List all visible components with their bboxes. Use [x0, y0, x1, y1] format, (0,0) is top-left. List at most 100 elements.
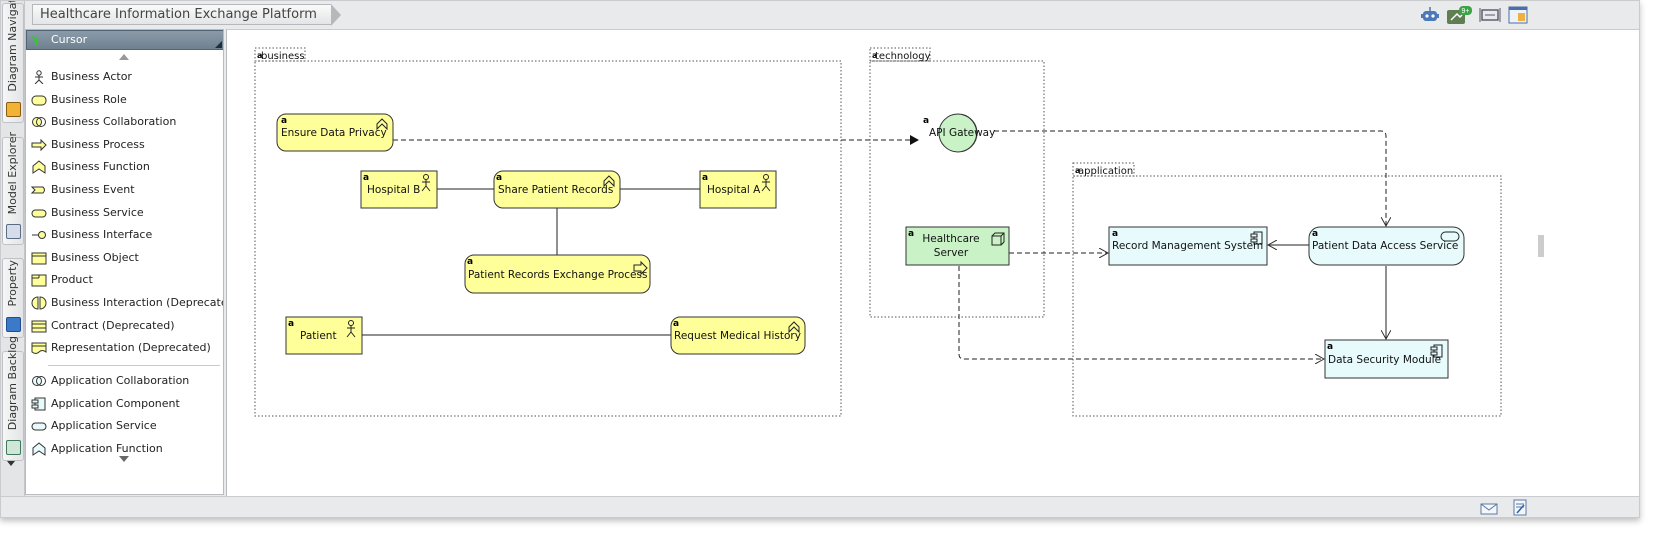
connector-server-security	[958, 266, 1324, 359]
element-marker: a	[288, 319, 294, 329]
palette-item-label: Representation (Deprecated)	[51, 341, 211, 355]
tab-label: Model Explorer	[6, 131, 19, 214]
element-marker: a	[1312, 229, 1318, 239]
palette-separator	[48, 365, 220, 366]
group-application[interactable]: a application	[1072, 162, 1502, 417]
element-marker: a	[281, 116, 287, 126]
element-patient-data-access-service[interactable]: a Patient Data Access Service	[1308, 226, 1465, 266]
element-ensure-data-privacy[interactable]: a Ensure Data Privacy	[276, 113, 394, 152]
palette-item-business-event[interactable]: Business Event	[26, 179, 223, 201]
palette-item-representation[interactable]: Representation (Deprecated)	[26, 337, 223, 359]
palette-item-business-role[interactable]: Business Role	[26, 89, 223, 111]
palette-item-contract[interactable]: Contract (Deprecated)	[26, 315, 223, 337]
group-business[interactable]: a business	[254, 47, 842, 417]
tab-diagram-navigator[interactable]: Diagram Navigator	[2, 0, 24, 123]
actor-icon	[761, 174, 771, 192]
data-security-module-label: Data Security Module	[1328, 354, 1441, 366]
element-marker: a	[872, 51, 877, 60]
element-api-gateway[interactable]: a API Gateway	[923, 113, 995, 153]
app-window: Healthcare Information Exchange Platform…	[0, 0, 1640, 518]
element-patient[interactable]: a Patient	[285, 316, 363, 355]
element-marker: a	[467, 257, 473, 267]
element-patient-records-exchange-process[interactable]: a Patient Records Exchange Process	[464, 254, 651, 294]
notes-icon[interactable]	[1512, 499, 1528, 517]
tab-label: Diagram Navigator	[6, 0, 19, 92]
palette-item-application-component[interactable]: Application Component	[26, 393, 223, 415]
product-icon	[31, 273, 47, 287]
element-healthcare-server[interactable]: a Healthcare Server	[905, 226, 1010, 266]
actor-icon	[421, 174, 431, 192]
diagram-canvas[interactable]: a business a technology a application	[226, 29, 1639, 496]
element-request-medical-history[interactable]: a Request Medical History	[670, 316, 806, 355]
application-component-icon	[31, 397, 47, 411]
palette-item-label: Application Function	[51, 441, 163, 455]
palette-item-business-interaction[interactable]: Business Interaction (Deprecated)	[26, 292, 224, 314]
contract-icon	[31, 319, 47, 333]
group-technology[interactable]: a technology	[869, 47, 1045, 318]
component-icon	[1430, 344, 1443, 358]
side-tab-strip: Diagram Navigator Model Explorer Propert…	[1, 1, 25, 496]
group-business-label: business	[261, 51, 305, 62]
status-bar	[1, 496, 1639, 517]
element-hospital-a[interactable]: a Hospital A	[699, 170, 777, 209]
element-share-patient-records[interactable]: a Share Patient Records	[493, 170, 621, 209]
window-layout-icon[interactable]	[1507, 6, 1529, 24]
element-marker: a	[673, 319, 679, 329]
record-management-system-label: Record Management System	[1112, 240, 1263, 252]
element-marker: a	[496, 173, 502, 183]
palette-item-product[interactable]: Product	[26, 269, 223, 291]
palette-item-label: Product	[51, 273, 93, 287]
mail-icon[interactable]	[1480, 501, 1498, 517]
element-marker: a	[1327, 342, 1333, 352]
palette-item-business-function[interactable]: Business Function	[26, 156, 223, 178]
palette-item-business-process[interactable]: Business Process	[26, 134, 223, 156]
service-icon	[1440, 231, 1460, 242]
palette-item-application-collaboration[interactable]: Application Collaboration	[26, 370, 223, 392]
fit-diagram-icon[interactable]	[1479, 6, 1501, 24]
palette-scroll-up[interactable]	[119, 54, 129, 60]
tab-property[interactable]: Property	[2, 258, 24, 338]
element-data-security-module[interactable]: a Data Security Module	[1324, 339, 1449, 379]
panel-splitter-grip[interactable]	[1538, 235, 1544, 257]
business-interface-icon	[31, 228, 47, 242]
diagram-backlog-icon	[6, 440, 21, 455]
palette-item-application-service[interactable]: Application Service	[26, 415, 223, 437]
palette-item-business-collaboration[interactable]: Business Collaboration	[26, 111, 223, 133]
palette-item-label: Business Object	[51, 250, 139, 264]
palette-cursor[interactable]: Cursor	[26, 30, 223, 50]
palette-item-label: Business Actor	[51, 70, 132, 83]
diagram-svg: a business a technology a application	[254, 47, 1502, 417]
more-tabs-arrow[interactable]	[7, 461, 15, 466]
application-collaboration-icon	[31, 374, 47, 388]
palette-item-label: Contract (Deprecated)	[51, 318, 175, 332]
business-role-icon	[31, 93, 47, 107]
property-icon	[6, 317, 21, 332]
palette-item-business-interface[interactable]: Business Interface	[26, 224, 223, 246]
palette-item-label: Business Interaction (Deprecated)	[51, 296, 224, 309]
palette-item-label: Business Collaboration	[51, 115, 177, 129]
palette-item-label: Business Service	[51, 205, 144, 219]
patient-records-exchange-process-label: Patient Records Exchange Process	[468, 269, 647, 281]
diagram-breadcrumb[interactable]: Healthcare Information Exchange Platform	[32, 4, 341, 26]
robot-assistant-icon[interactable]	[1419, 6, 1441, 24]
announcement-icon[interactable]: 9+	[1446, 6, 1472, 24]
element-record-management-system[interactable]: a Record Management System	[1108, 226, 1268, 266]
component-icon	[1250, 231, 1263, 245]
palette-item-business-actor[interactable]: Business Actor	[26, 66, 223, 88]
palette-cursor-label: Cursor	[51, 33, 88, 46]
business-function-icon	[31, 160, 47, 175]
business-event-icon	[30, 183, 47, 197]
palette-scroll-down[interactable]	[119, 456, 129, 462]
palette-item-business-object[interactable]: Business Object	[26, 247, 223, 269]
element-marker: a	[702, 173, 708, 183]
element-hospital-b[interactable]: a Hospital B	[360, 170, 438, 209]
tab-model-explorer[interactable]: Model Explorer	[2, 132, 24, 245]
application-service-icon	[31, 419, 47, 433]
tab-diagram-backlog[interactable]: Diagram Backlog	[2, 336, 24, 461]
palette-item-business-service[interactable]: Business Service	[26, 202, 223, 224]
palette-item-label: Business Function	[51, 160, 150, 174]
palette-item-label: Business Interface	[51, 228, 153, 242]
business-process-icon	[31, 138, 47, 152]
palette-item-application-function[interactable]: Application Function	[26, 438, 223, 460]
